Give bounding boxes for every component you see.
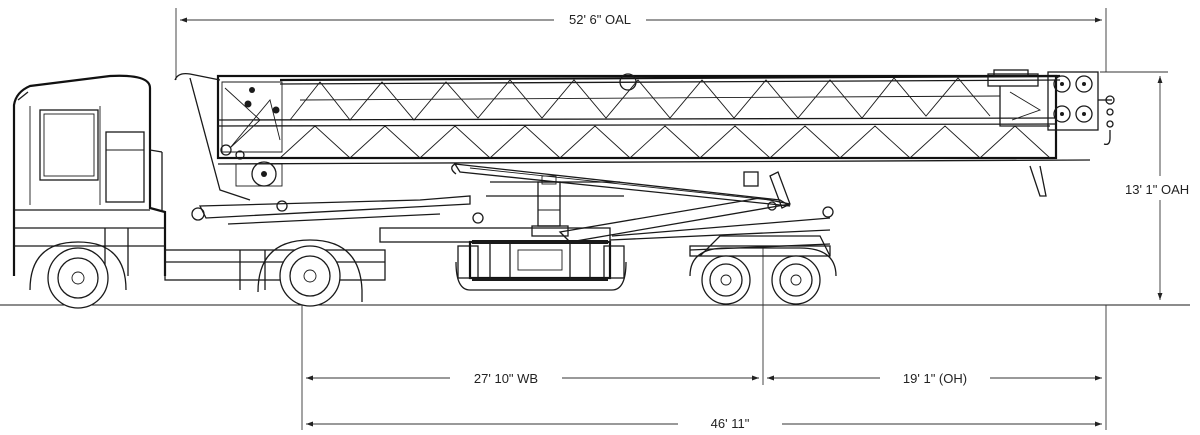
front-wheel (47, 247, 109, 309)
trailer-fender (689, 247, 837, 277)
crane-hook (1098, 95, 1115, 146)
mast-left-node (174, 72, 283, 201)
dimension-wheelbase: 27' 10" WB (301, 248, 764, 430)
mast-right-head (987, 69, 1099, 131)
slewing-ring (486, 175, 624, 237)
mast-tail-stay (1029, 165, 1047, 197)
dimension-overhang: 19' 1" (OH) (767, 305, 1107, 430)
cab-window (39, 109, 99, 181)
crane-mast-lower-section (216, 74, 1091, 165)
dimension-overall-length: 52' 6" OAL (175, 8, 1107, 80)
lower-boom-arm (191, 171, 834, 243)
overall-trailer-label: 46' 11" (711, 416, 750, 430)
rear-fender (257, 239, 363, 302)
dimension-overall-trailer: 46' 11" (306, 416, 1102, 431)
overhang-label: 19' 1" (OH) (903, 371, 967, 386)
drive-wheel (279, 245, 341, 307)
mast-top-pulley (619, 73, 637, 91)
dimension-overall-height: 13' 1" OAH (1100, 71, 1189, 300)
front-fender (29, 241, 127, 291)
cab-step (105, 131, 145, 203)
overall-height-label: 13' 1" OAH (1125, 182, 1189, 197)
trailer-wheel-front (701, 255, 751, 305)
crane-mast-upper-section (279, 74, 1061, 121)
folding-jib-arm (451, 163, 791, 207)
trailer-frame (379, 227, 831, 257)
overall-length-label: 52' 6" OAL (569, 12, 631, 27)
mast-winch (235, 161, 283, 187)
ballast-base (455, 240, 627, 291)
trailer-wheel-rear (771, 255, 821, 305)
wheelbase-label: 27' 10" WB (474, 371, 538, 386)
